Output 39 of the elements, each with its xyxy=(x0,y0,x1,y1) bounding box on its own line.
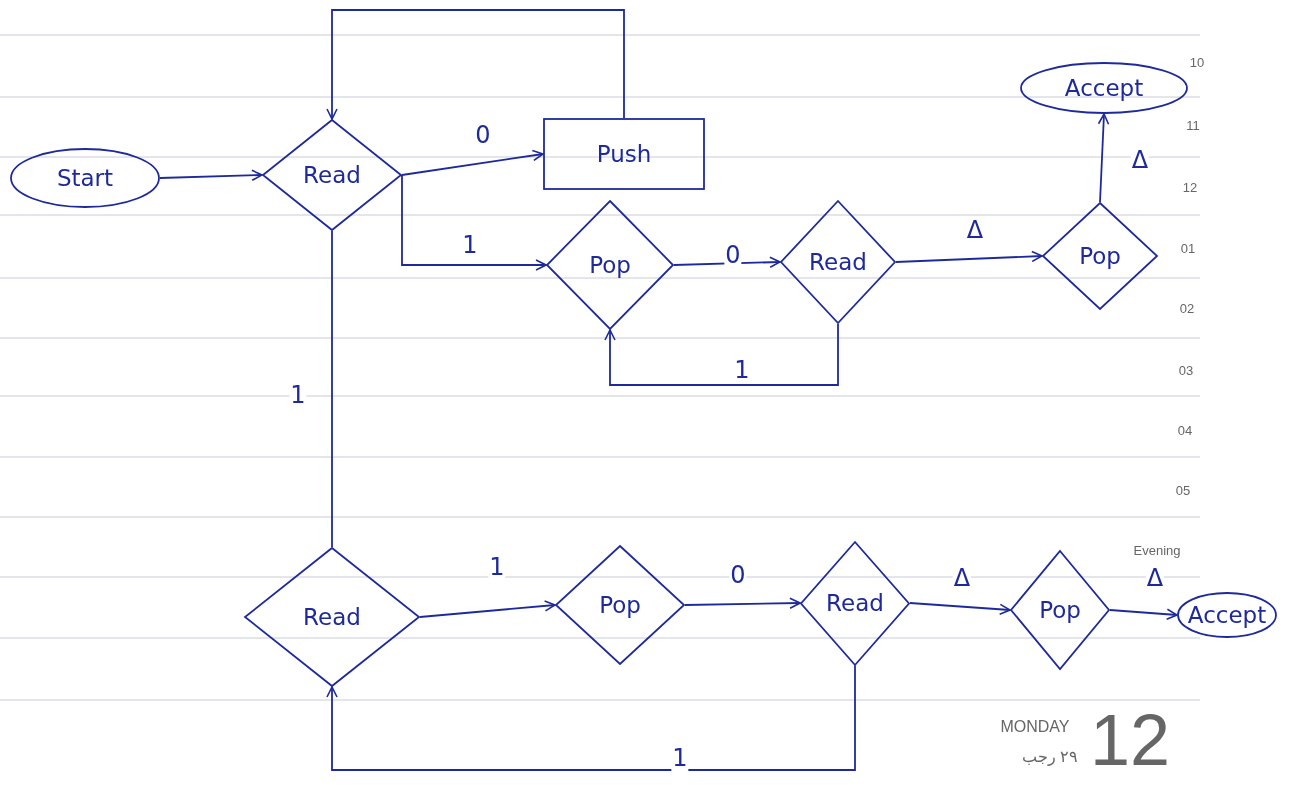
decision-diamond: Read xyxy=(780,200,896,324)
decision-diamond: Read xyxy=(244,547,420,687)
edge-label: 1 xyxy=(671,745,689,771)
date-label: ٢٩ رجب xyxy=(1021,749,1079,765)
arrow xyxy=(1097,113,1110,203)
hour-label: 03 xyxy=(1178,363,1194,377)
decision-diamond: Pop xyxy=(555,545,685,665)
date-label: MONDAY xyxy=(1000,719,1070,735)
decision-diamond: Read xyxy=(800,540,910,666)
terminal-ellipse: Accept xyxy=(1177,592,1277,638)
arrow xyxy=(909,602,1011,616)
terminal-ellipse: Accept xyxy=(1020,62,1188,114)
decision-diamond: Read xyxy=(262,119,402,231)
process-box: Push xyxy=(543,118,705,190)
arrow xyxy=(401,174,547,271)
hour-label: 12 xyxy=(1182,180,1198,194)
edge-label: 0 xyxy=(724,242,742,268)
decision-diamond: Pop xyxy=(1042,202,1158,310)
edge-label: 1 xyxy=(488,554,506,580)
arrow xyxy=(401,149,544,176)
arrow xyxy=(419,600,556,618)
hour-label: 02 xyxy=(1179,301,1195,315)
arrow xyxy=(684,597,801,609)
page-number: 12 xyxy=(1089,704,1171,776)
hour-label: Evening xyxy=(1133,543,1181,557)
arrow xyxy=(604,323,839,386)
hour-label: 10 xyxy=(1189,55,1205,69)
decision-diamond: Pop xyxy=(546,200,674,330)
hour-label: 01 xyxy=(1180,241,1196,255)
arrow xyxy=(1109,608,1178,621)
terminal-ellipse: Start xyxy=(10,148,160,208)
hour-label: 11 xyxy=(1186,118,1200,132)
arrow xyxy=(159,169,263,182)
hour-label: 04 xyxy=(1177,423,1193,437)
decision-diamond: Pop xyxy=(1010,550,1110,670)
arrow xyxy=(326,9,625,120)
hour-label: 05 xyxy=(1175,483,1191,497)
arrow xyxy=(326,664,856,771)
arrow xyxy=(895,250,1043,263)
